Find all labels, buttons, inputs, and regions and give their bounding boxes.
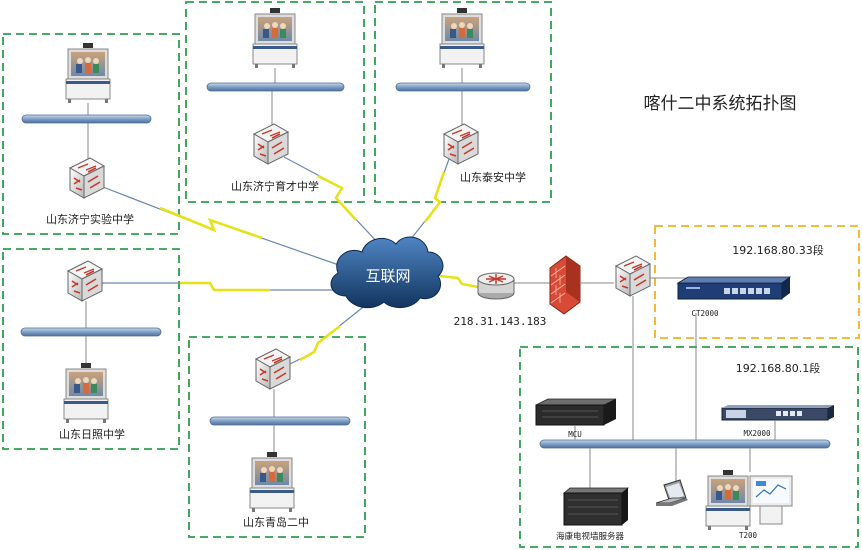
segment-box-top bbox=[654, 225, 860, 339]
site-box-jining-shiyan bbox=[2, 33, 180, 235]
site-label: 山东日照中学 bbox=[59, 427, 125, 441]
wan-link-jining-yucai bbox=[283, 156, 381, 246]
switch-icon bbox=[443, 123, 479, 165]
site-jining-yucai: 山东济宁育才中学 bbox=[206, 7, 345, 193]
switch-icon bbox=[255, 348, 291, 390]
mcu-device: MCU bbox=[535, 398, 617, 440]
video-terminal-icon bbox=[705, 469, 751, 531]
internet-cloud: 互联网 bbox=[330, 236, 444, 309]
t200-label: T200 bbox=[739, 531, 758, 540]
core-switch bbox=[615, 255, 651, 297]
mx2000-device: MX2000 bbox=[721, 405, 834, 440]
video-terminal-icon bbox=[63, 362, 109, 424]
video-terminal-icon bbox=[252, 7, 298, 69]
router: 218.31.143.183 bbox=[454, 272, 547, 328]
ct2000-label: CT2000 bbox=[691, 309, 719, 318]
server-label: 海康电视墙服务器 bbox=[556, 531, 625, 542]
switch-icon bbox=[67, 260, 103, 302]
site-qingdao: 山东青岛二中 bbox=[209, 348, 351, 529]
cloud-label: 互联网 bbox=[365, 267, 410, 285]
router-ip-label: 218.31.143.183 bbox=[454, 315, 547, 328]
diagram-title: 喀什二中系统拓扑图 bbox=[644, 94, 797, 114]
mx2000-label: MX2000 bbox=[743, 429, 771, 438]
ct2000-device: CT2000 bbox=[676, 276, 792, 318]
segment-bottom-label: 192.168.80.1段 bbox=[736, 361, 820, 375]
t200-device: T200 bbox=[705, 448, 793, 540]
switch-icon bbox=[615, 255, 651, 297]
video-terminal-icon bbox=[439, 7, 485, 69]
wan-links bbox=[99, 156, 479, 367]
laptop-icon bbox=[655, 448, 688, 506]
site-label: 山东青岛二中 bbox=[243, 515, 309, 529]
site-box-qingdao bbox=[188, 336, 366, 538]
mcu-label: MCU bbox=[568, 430, 582, 439]
lan-bus bbox=[209, 416, 351, 426]
site-box-jining-yucai bbox=[185, 1, 365, 203]
switch-icon bbox=[253, 123, 289, 165]
firewall-icon bbox=[549, 255, 581, 315]
lan-bus bbox=[20, 327, 162, 337]
segment-top-label: 192.168.80.33段 bbox=[732, 243, 823, 257]
site-box-taian bbox=[374, 1, 552, 203]
server-device: 海康电视墙服务器 bbox=[556, 448, 630, 542]
site-label: 山东济宁育才中学 bbox=[231, 179, 319, 193]
site-label: 山东济宁实验中学 bbox=[46, 212, 134, 226]
lan-bus bbox=[21, 114, 152, 124]
lan-bus bbox=[206, 82, 345, 92]
segment-box-bottom bbox=[519, 346, 859, 548]
video-terminal-icon bbox=[249, 451, 295, 513]
site-label: 山东泰安中学 bbox=[460, 170, 526, 184]
video-terminal-icon bbox=[65, 42, 111, 104]
switch-icon bbox=[69, 157, 105, 199]
site-box-rizhao bbox=[2, 248, 180, 450]
site-taian: 山东泰安中学 bbox=[395, 7, 531, 184]
lan-bus bbox=[395, 82, 531, 92]
lan-bus bbox=[539, 439, 831, 449]
site-rizhao: 山东日照中学 bbox=[20, 260, 162, 441]
wan-link-jining-shiyan bbox=[102, 186, 357, 272]
site-jining-shiyan: 山东济宁实验中学 bbox=[21, 42, 152, 226]
